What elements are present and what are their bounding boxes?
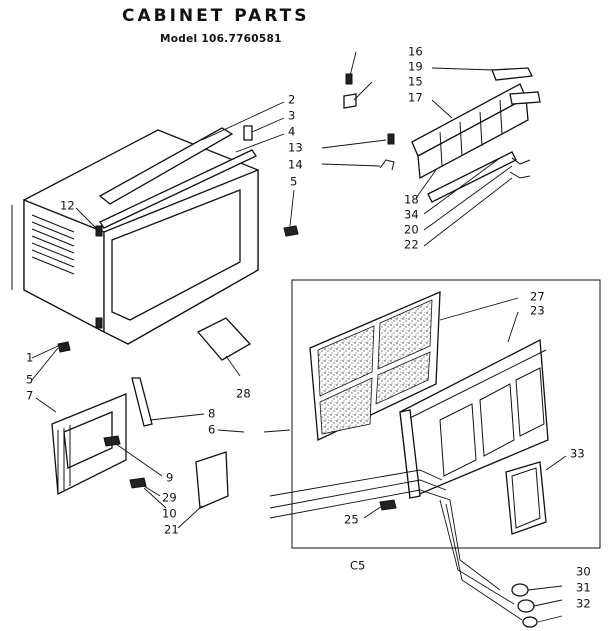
callout-28: 28 xyxy=(236,387,251,401)
callout-2: 2 xyxy=(288,93,295,107)
bracket-assembly xyxy=(343,67,541,203)
screw-9 xyxy=(103,435,121,447)
callout-14: 14 xyxy=(288,158,303,172)
callout-19: 19 xyxy=(408,60,423,74)
callout-27: 27 xyxy=(530,290,545,304)
callout-34: 34 xyxy=(404,208,419,222)
screw-10 xyxy=(129,477,147,489)
callout-16: 16 xyxy=(408,45,423,59)
control-knobs xyxy=(511,583,538,628)
callout-23: 23 xyxy=(530,304,545,318)
callout-32: 32 xyxy=(576,597,591,611)
screw-5 xyxy=(283,225,299,237)
callout-30: 30 xyxy=(576,565,591,579)
callout-25: 25 xyxy=(344,513,359,527)
callout-22: 22 xyxy=(404,238,419,252)
bracket-28 xyxy=(196,317,252,361)
side-louvers xyxy=(31,214,75,275)
strip-8 xyxy=(131,377,153,427)
callout-18: 18 xyxy=(404,193,419,207)
callout-29: 29 xyxy=(162,491,177,505)
front-panel-inset xyxy=(291,279,601,549)
front-rail xyxy=(99,149,257,229)
side-panel-7 xyxy=(51,393,127,496)
bracket-21 xyxy=(195,451,229,509)
callout-10: 10 xyxy=(162,507,177,521)
callout-1: 1 xyxy=(26,351,33,365)
model-number: Model 106.7760581 xyxy=(160,33,282,45)
callout-9: 9 xyxy=(166,471,173,485)
access-door xyxy=(505,461,547,535)
callout-20: 20 xyxy=(404,223,419,237)
callout-5b: 5 xyxy=(26,373,33,387)
callout-15: 15 xyxy=(408,75,423,89)
callout-12: 12 xyxy=(60,199,75,213)
callout-7: 7 xyxy=(26,389,33,403)
callout-21: 21 xyxy=(164,523,179,537)
cabinet-shell xyxy=(11,129,259,345)
top-rail xyxy=(98,127,234,205)
callout-labels: 2 3 4 13 14 5 12 16 19 15 17 18 34 20 22… xyxy=(26,45,591,611)
front-grille xyxy=(399,338,549,499)
screw-25 xyxy=(379,499,397,511)
air-filter xyxy=(309,290,441,441)
callout-4: 4 xyxy=(288,125,295,139)
callout-17: 17 xyxy=(408,91,423,105)
callout-13: 13 xyxy=(288,141,303,155)
screw-3 xyxy=(243,125,253,141)
leader-lines xyxy=(31,51,567,623)
callout-8: 8 xyxy=(208,407,215,421)
callout-6: 6 xyxy=(208,423,215,437)
callout-33: 33 xyxy=(570,447,585,461)
callout-5: 5 xyxy=(290,175,297,189)
page-title: CABINET PARTS xyxy=(122,6,310,26)
screw-5-lower xyxy=(57,341,71,353)
inset-code: C5 xyxy=(350,559,365,573)
callout-31: 31 xyxy=(576,581,591,595)
callout-3: 3 xyxy=(288,109,295,123)
